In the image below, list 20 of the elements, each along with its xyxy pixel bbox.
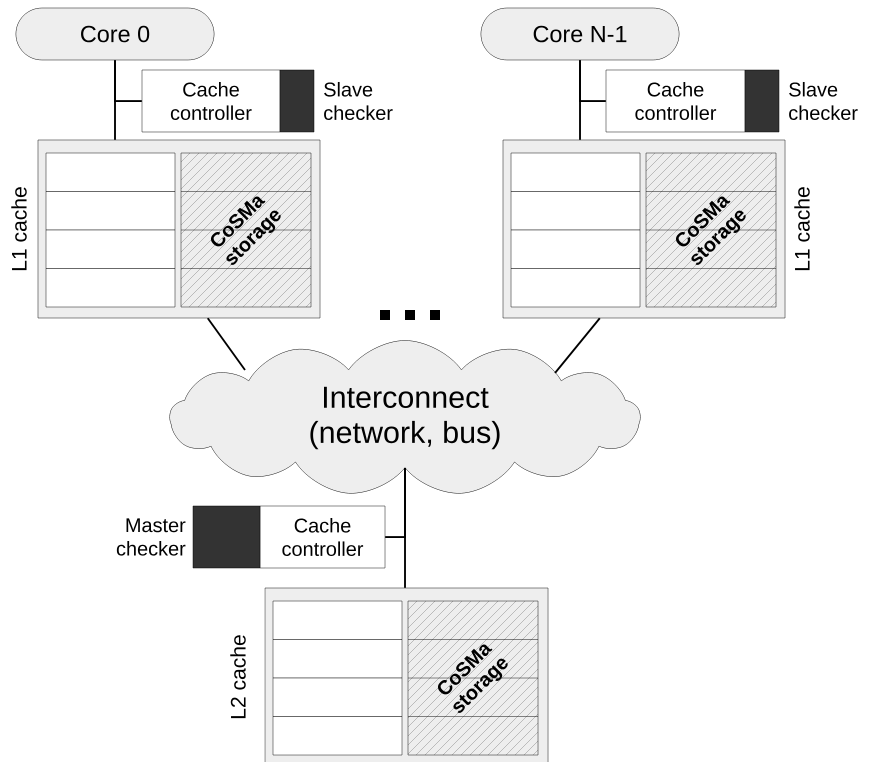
connector-line	[114, 60, 142, 102]
node-label: L2 cache	[230, 635, 246, 718]
connector-line	[385, 468, 406, 538]
checker-block	[192, 506, 260, 568]
node-label: L1 cache	[11, 187, 27, 270]
checker-block	[280, 70, 314, 132]
connector-line	[207, 318, 246, 371]
connector-line	[554, 318, 600, 374]
checker-label: Slave checker	[789, 82, 858, 120]
checker-label: Slave checker	[324, 82, 393, 120]
checker-block	[744, 70, 780, 132]
node-label: L1 cache	[794, 187, 810, 270]
controller-box: Cache controller	[606, 70, 746, 132]
checker-label: Master checker	[116, 518, 186, 556]
interconnect-cloud: Interconnect (network, bus)	[169, 340, 641, 494]
core-box: Core 0	[16, 8, 214, 60]
connector-line	[579, 60, 606, 102]
controller-box: Cache controller	[260, 506, 386, 568]
controller-box: Cache controller	[142, 70, 280, 132]
core-box: Core N-1	[480, 8, 680, 60]
